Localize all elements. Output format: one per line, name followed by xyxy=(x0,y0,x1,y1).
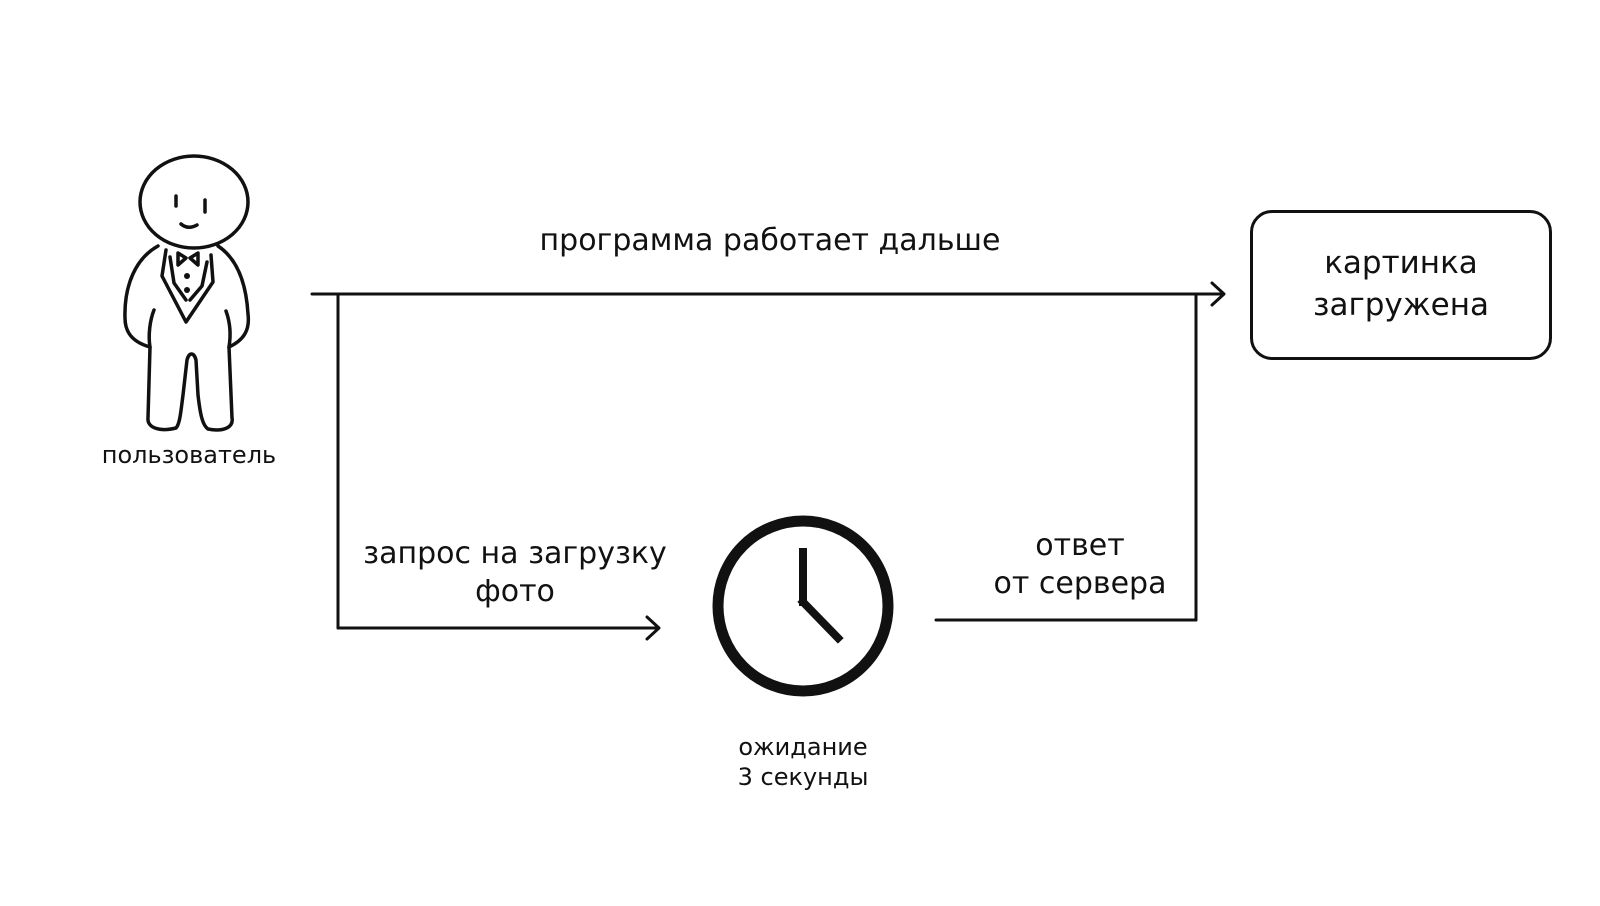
request-label-line-1: запрос на загрузку xyxy=(363,536,667,571)
request-label: запрос на загрузку фото xyxy=(350,535,680,610)
clock-icon xyxy=(712,515,894,697)
request-arrowhead xyxy=(645,615,661,641)
wait-label-line-2: 3 секунды xyxy=(737,763,869,791)
main-flow-label: программа работает дальше xyxy=(539,223,1001,258)
response-label-line-1: ответ xyxy=(1035,528,1125,563)
result-label-line-2: загружена xyxy=(1312,287,1490,323)
user-figure-icon xyxy=(123,154,251,432)
user-buttons xyxy=(184,273,190,293)
wait-label-line-1: ожидание xyxy=(738,733,868,761)
main-flow-arrowhead xyxy=(1210,281,1226,307)
response-label: ответ от сервера xyxy=(975,527,1185,602)
user-label: пользователь xyxy=(101,441,277,469)
result-label-line-1: картинка xyxy=(1324,245,1478,282)
response-label-line-2: от сервера xyxy=(993,565,1167,601)
request-label-line-2: фото xyxy=(475,573,555,609)
result-box: картинка загружена xyxy=(1250,210,1552,360)
wait-label: ожидание 3 секунды xyxy=(703,732,903,792)
